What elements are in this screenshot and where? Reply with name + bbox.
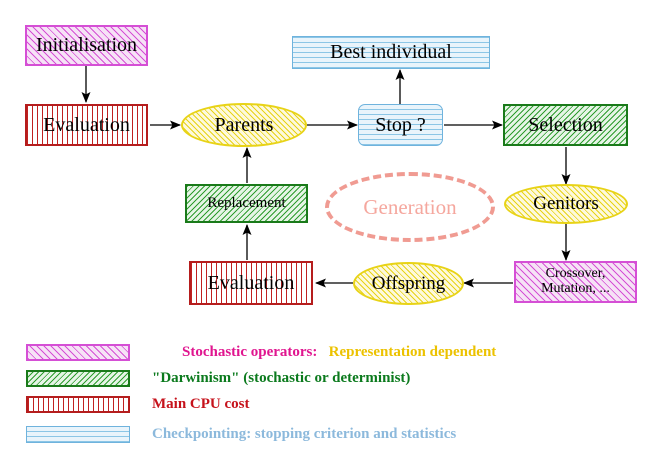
legend-label-checkpointing: Checkpointing: stopping criterion and st… [152,425,457,442]
node-generation-group: Generation [325,172,495,242]
node-stop[interactable]: Stop ? [358,104,443,146]
legend-row-main-cpu-cost: Main CPU cost [26,392,250,416]
node-evaluation-bottom[interactable]: Evaluation [189,261,313,305]
legend-label-stochastic-operators: Stochastic operators: Representation dep… [152,327,496,378]
node-replacement[interactable]: Replacement [185,184,308,223]
node-genitors[interactable]: Genitors [504,184,628,224]
legend-swatch-magenta-diagonal-hatch [26,343,130,361]
legend-row-stochastic-operators: Stochastic operators: Representation dep… [26,340,496,364]
legend-row-checkpointing: Checkpointing: stopping criterion and st… [26,422,456,446]
legend-swatch-blue-horizontal-stripes [26,425,130,443]
legend-label-darwinism: "Darwinism" (stochastic or determinist) [152,369,411,386]
node-crossover-mutation[interactable]: Crossover, Mutation, ... [514,261,637,303]
node-best-individual[interactable]: Best individual [292,36,490,69]
node-initialisation[interactable]: Initialisation [25,25,148,66]
legend-row-darwinism: "Darwinism" (stochastic or determinist) [26,366,410,390]
node-evaluation-top[interactable]: Evaluation [25,104,148,146]
node-parents[interactable]: Parents [181,103,307,147]
legend: Stochastic operators: Representation dep… [0,336,662,456]
legend-swatch-red-vertical-stripes [26,395,130,413]
node-offspring[interactable]: Offspring [353,262,464,305]
legend-label-main-cpu-cost: Main CPU cost [152,395,250,412]
node-selection[interactable]: Selection [503,104,628,146]
legend-swatch-green-diagonal-hatch [26,369,130,387]
legend-text-secondary: Representation dependent [328,343,497,360]
legend-text-primary: Stochastic operators: [182,343,318,360]
